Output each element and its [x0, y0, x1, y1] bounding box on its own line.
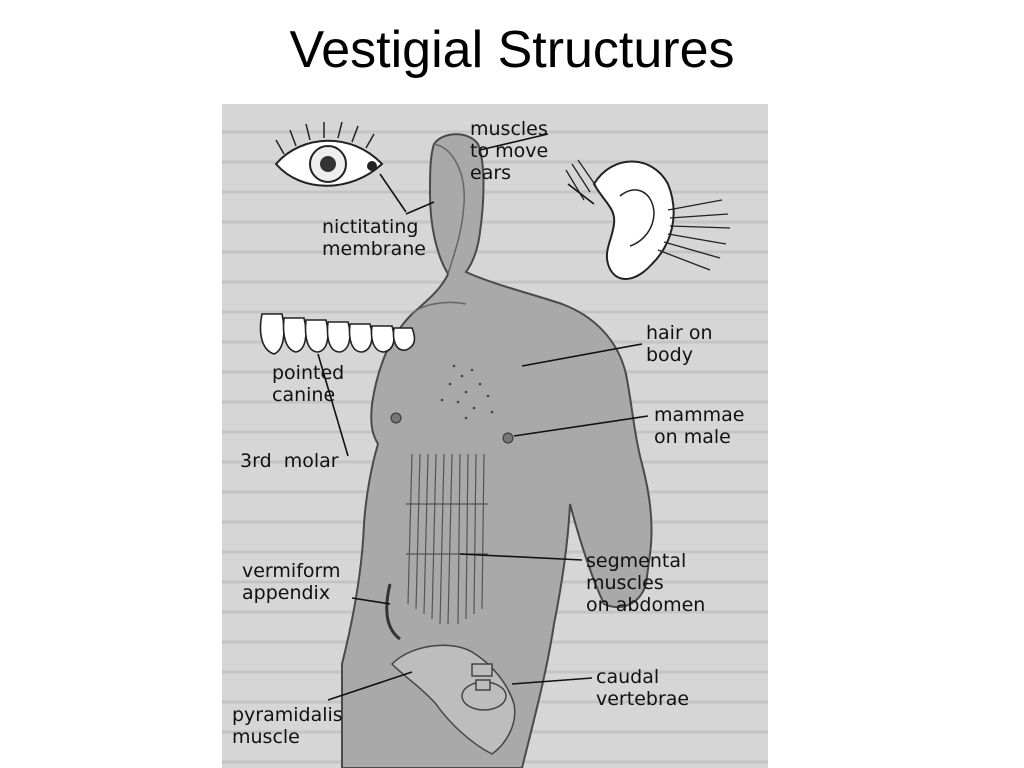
vestigial-structures-figure: muscles to move ears nictitating membran… [222, 104, 768, 768]
label-muscles-to-move-ears: muscles to move ears [470, 118, 549, 184]
figure-drawing [222, 121, 768, 768]
label-nictitating-membrane: nictitating membrane [322, 216, 426, 260]
segmental-muscles-drawing [406, 453, 488, 625]
appendix-drawing [385, 583, 401, 641]
leader-lines [317, 133, 649, 701]
label-pyramidalis-muscle: pyramidalis muscle [232, 704, 343, 748]
label-hair-on-body: hair on body [646, 322, 713, 366]
label-segmental-muscles: segmental muscles on abdomen [586, 550, 706, 616]
pelvis-drawing [390, 644, 516, 755]
chest-hair-stipple [440, 364, 494, 420]
slide-title: Vestigial Structures [289, 21, 735, 79]
right-nipple [502, 432, 514, 444]
teeth-drawing [259, 313, 416, 355]
label-mammae-on-male: mammae on male [654, 404, 745, 448]
label-3rd-molar: 3rd molar [240, 450, 339, 472]
label-vermiform-appendix: vermiform appendix [242, 560, 341, 604]
label-pointed-canine: pointed canine [272, 362, 345, 406]
ear-drawing [565, 159, 731, 280]
eye-drawing [274, 121, 384, 187]
label-caudal-vertebrae: caudal vertebrae [596, 666, 690, 710]
left-nipple [390, 412, 402, 424]
